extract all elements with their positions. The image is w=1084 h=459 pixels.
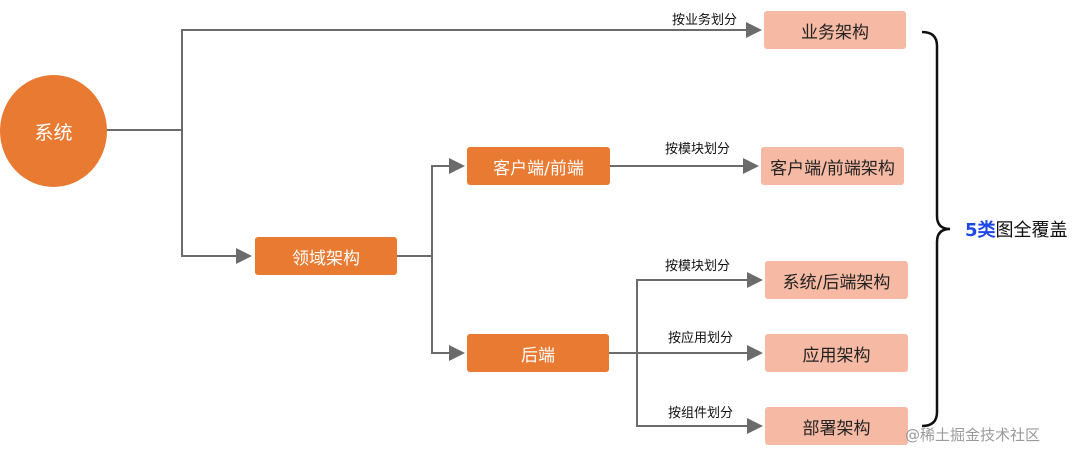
node-domain-arch: 领域架构 [255, 237, 397, 275]
line-to-backend [431, 256, 465, 361]
node-business-arch: 业务架构 [764, 11, 906, 49]
line-to-system-arch [636, 272, 763, 353]
node-backend: 后端 [467, 334, 609, 372]
line-to-business [181, 22, 762, 130]
summary-highlight: 5类 [965, 220, 996, 241]
line-to-domain [181, 130, 252, 264]
line-to-client [431, 158, 465, 256]
edge-label-by-component: 按组件划分 [668, 406, 734, 421]
root-node-system: 系统 [0, 75, 107, 187]
node-client-frontend: 客户端/前端 [467, 147, 610, 185]
summary-brace [921, 30, 951, 428]
node-application-arch: 应用架构 [765, 334, 908, 372]
node-system-backend-arch: 系统/后端架构 [765, 261, 908, 299]
root-label: 系统 [34, 121, 73, 144]
summary-text: 5类图全覆盖 [965, 216, 1068, 242]
edge-label-by-business: 按业务划分 [672, 13, 738, 28]
watermark: @稀土掘金技术社区 [905, 426, 1041, 444]
line-to-deploy-arch [636, 353, 763, 434]
node-deployment-arch: 部署架构 [765, 407, 908, 445]
summary-rest: 图全覆盖 [995, 220, 1068, 241]
edge-label-by-module-client: 按模块划分 [665, 142, 731, 157]
edge-label-by-application: 按应用划分 [668, 331, 734, 346]
edge-label-by-module-backend: 按模块划分 [665, 259, 731, 274]
node-client-frontend-arch: 客户端/前端架构 [761, 147, 904, 185]
